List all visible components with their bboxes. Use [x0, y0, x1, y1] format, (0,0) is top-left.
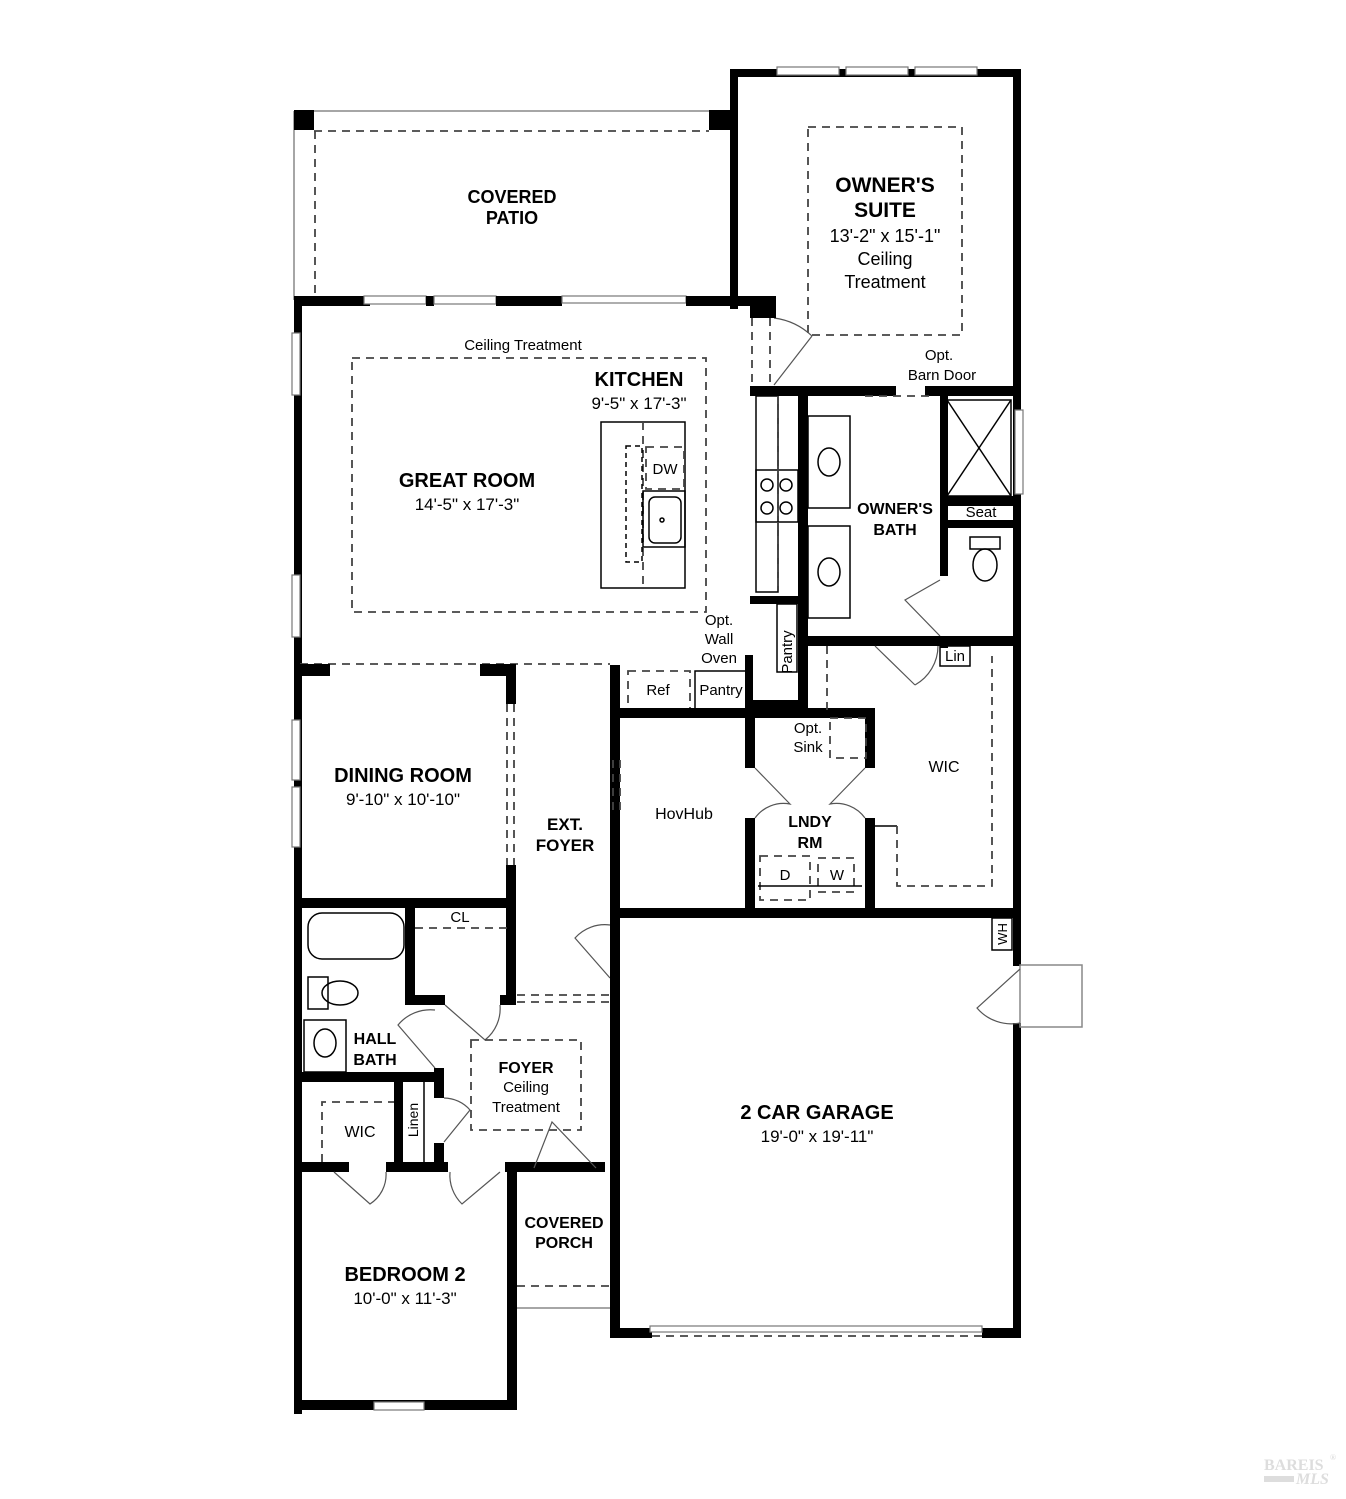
great-room-dims: 14'-5" x 17'-3"	[415, 495, 520, 514]
dishwasher-label: DW	[653, 461, 679, 478]
seat-label: Seat	[966, 504, 998, 521]
wall-oven-label-3: Oven	[701, 650, 737, 667]
closet-label: CL	[450, 909, 469, 926]
owners-bath-walls	[807, 386, 1024, 686]
owners-suite-label-2: SUITE	[854, 199, 916, 222]
great-room-walls	[291, 295, 810, 702]
bareis-mls-watermark: BAREIS ® MLS	[1264, 1453, 1336, 1488]
covered-patio	[293, 110, 731, 300]
laundry-label-2: RM	[798, 835, 823, 852]
owners-wic-label: WIC	[928, 759, 959, 776]
owners-suite-dims: 13'-2" x 15'-1"	[830, 226, 941, 246]
refrigerator-label: Ref	[646, 682, 670, 699]
kitchen-dims: 9'-5" x 17'-3"	[591, 394, 686, 413]
sink-label-2: Sink	[793, 739, 823, 756]
bedroom2-wic-label: WIC	[344, 1124, 375, 1141]
hall-bath-label-1: HALL	[354, 1031, 397, 1048]
foyer-label: FOYER	[498, 1060, 554, 1077]
watermark-line1: BAREIS	[1264, 1457, 1324, 1474]
bedroom2-walls	[294, 1168, 612, 1411]
great-room-ceiling-note: Ceiling Treatment	[464, 337, 582, 354]
hovhub-label: HovHub	[655, 806, 713, 823]
covered-patio-label-2: PATIO	[486, 208, 538, 228]
bedroom2-label: BEDROOM 2	[344, 1264, 465, 1286]
owners-suite-note-1: Ceiling	[857, 249, 912, 269]
dining-walls	[291, 664, 621, 1414]
owners-suite-label-1: OWNER'S	[835, 174, 935, 197]
dryer-label: D	[780, 867, 791, 884]
kitchen-label: KITCHEN	[595, 369, 684, 391]
watermark-line2: MLS	[1295, 1471, 1329, 1488]
washer-label: W	[830, 867, 845, 884]
foyer-note-1: Ceiling	[503, 1079, 549, 1096]
owners-bath-label-1: OWNER'S	[857, 501, 933, 518]
ext-foyer-label-2: FOYER	[536, 836, 595, 855]
great-room-label: GREAT ROOM	[399, 470, 535, 492]
wall-oven-label-1: Opt.	[705, 612, 733, 629]
tall-pantry-label: Pantry	[779, 630, 796, 674]
watermark-reg: ®	[1330, 1453, 1336, 1462]
dining-room-label: DINING ROOM	[334, 765, 472, 787]
sink-label-1: Opt.	[794, 720, 822, 737]
covered-patio-label-1: COVERED	[467, 187, 556, 207]
covered-porch-label-1: COVERED	[524, 1215, 603, 1232]
wall-oven-label-2: Wall	[705, 631, 734, 648]
hall-bath-walls	[294, 905, 612, 1205]
owners-suite-note-2: Treatment	[844, 272, 925, 292]
ext-foyer-label-1: EXT.	[547, 815, 583, 834]
garage-label: 2 CAR GARAGE	[740, 1102, 893, 1124]
foyer-note-2: Treatment	[492, 1099, 561, 1116]
hall-bath-label-2: BATH	[353, 1052, 396, 1069]
owners-linen-label: Lin	[945, 648, 965, 665]
barn-door-label-2: Barn Door	[908, 367, 976, 384]
laundry-label-1: LNDY	[788, 814, 832, 831]
bedroom2-dims: 10'-0" x 11'-3"	[353, 1289, 456, 1308]
barn-door-label-1: Opt.	[925, 347, 953, 364]
hall-linen-label: Linen	[405, 1103, 421, 1137]
dining-room-dims: 9'-10" x 10'-10"	[346, 790, 460, 809]
pantry-label: Pantry	[699, 682, 743, 699]
owners-bath-label-2: BATH	[873, 522, 916, 539]
garage-dims: 19'-0" x 19'-11"	[761, 1127, 874, 1146]
covered-porch-label-2: PORCH	[535, 1235, 593, 1252]
laundry-walls	[610, 646, 1021, 966]
labels: COVERED PATIO OWNER'S SUITE 13'-2" x 15'…	[334, 174, 1010, 1308]
garage-walls	[610, 908, 1083, 1338]
water-heater-label: WH	[995, 923, 1010, 945]
owners-suite-walls	[730, 66, 1021, 649]
